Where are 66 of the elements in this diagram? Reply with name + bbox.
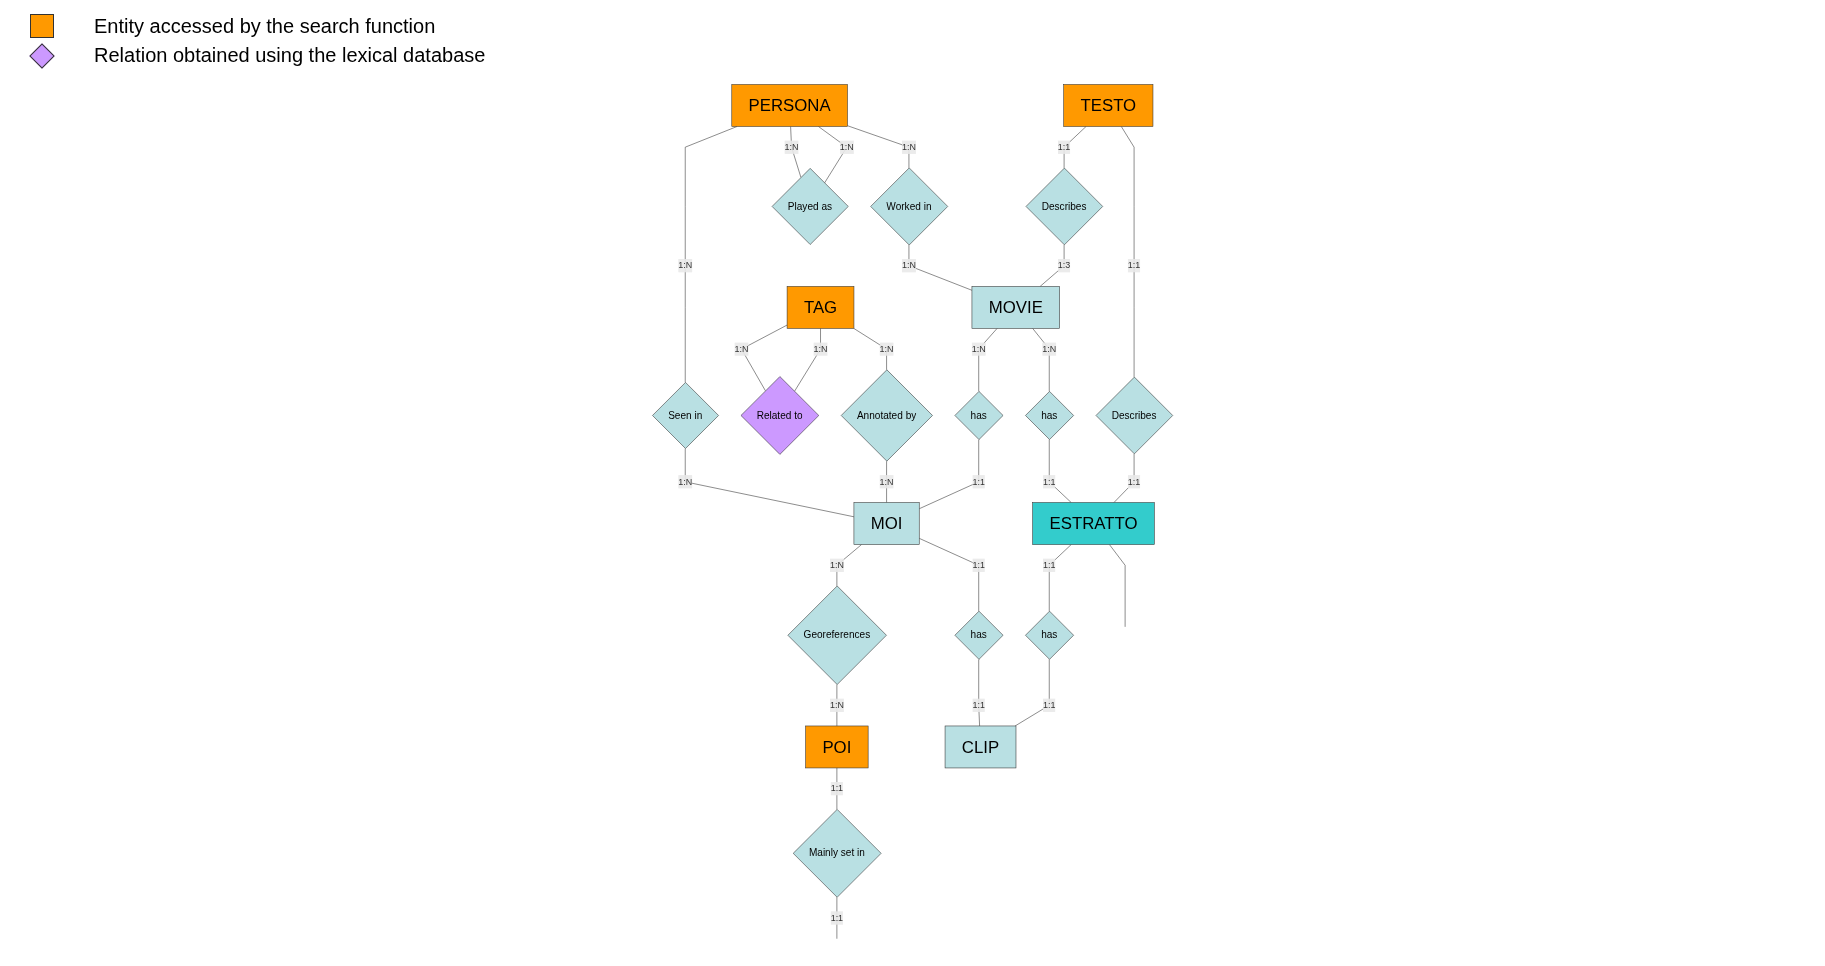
node-box: MOI bbox=[853, 502, 920, 545]
connector bbox=[1032, 328, 1050, 392]
node-diamond: Worked in bbox=[870, 167, 948, 246]
edge-label: 1:N bbox=[784, 142, 799, 152]
node-diamond: Mainly set in bbox=[792, 809, 882, 898]
edge-label: 1:1 bbox=[972, 700, 985, 710]
legend-text: Entity accessed by the search function bbox=[94, 14, 436, 38]
node-diamond: has bbox=[1025, 610, 1074, 660]
edge-label: 1:1 bbox=[1042, 560, 1056, 570]
connector bbox=[886, 460, 887, 503]
edge-label: 1:1 bbox=[830, 912, 843, 923]
node-diamond: has bbox=[1025, 391, 1074, 440]
edge-label: 1:N bbox=[1042, 344, 1057, 354]
node-diamond: Describes bbox=[1095, 376, 1173, 455]
edge-label: 1:N bbox=[839, 142, 854, 152]
node-box: MOVIE bbox=[971, 286, 1060, 329]
edge-label: 1:N bbox=[829, 700, 844, 710]
edge-label: 1:N bbox=[971, 344, 986, 354]
connector bbox=[847, 125, 910, 169]
connector bbox=[684, 448, 855, 518]
edge-label: 1:1 bbox=[972, 560, 985, 570]
edge-label: 1:N bbox=[678, 260, 693, 271]
node-diamond: has bbox=[954, 610, 1004, 660]
edge-label: 1:N bbox=[813, 344, 828, 354]
edge-label: 1:1 bbox=[1042, 700, 1056, 710]
edge-label: 1:N bbox=[734, 344, 749, 354]
connector bbox=[790, 126, 802, 178]
node-diamond: Describes bbox=[1025, 167, 1103, 246]
edge-label: 1:N bbox=[901, 260, 916, 271]
node-diamond: Georeferences bbox=[787, 585, 887, 685]
connector bbox=[1120, 126, 1135, 378]
node-diamond: Related to bbox=[740, 376, 819, 455]
connector bbox=[1109, 544, 1126, 628]
edge-label: 1:3 bbox=[1057, 260, 1071, 271]
node-box: ESTRATTO bbox=[1032, 502, 1155, 545]
edge-label: 1:1 bbox=[1127, 260, 1141, 271]
node-diamond: Seen in bbox=[652, 382, 719, 449]
node-box: POI bbox=[805, 725, 869, 769]
connector bbox=[978, 659, 980, 727]
connector bbox=[853, 328, 887, 371]
edge-label: 1:N bbox=[879, 344, 894, 354]
legend-text: Relation obtained using the lexical database bbox=[94, 44, 486, 67]
node-box: CLIP bbox=[944, 725, 1017, 769]
edge-label: 1:N bbox=[678, 476, 693, 487]
edge-label: 1:1 bbox=[830, 783, 843, 794]
connector bbox=[1113, 453, 1135, 503]
edge-label: 1:N bbox=[879, 476, 894, 487]
node-box: PERSONA bbox=[731, 84, 848, 127]
connector bbox=[1048, 439, 1072, 503]
node-diamond: has bbox=[954, 391, 1004, 440]
edge-label: 1:N bbox=[829, 560, 844, 570]
connector bbox=[1063, 126, 1087, 169]
connector bbox=[836, 544, 862, 587]
edge-label: 1:N bbox=[901, 142, 916, 152]
connector bbox=[794, 328, 821, 392]
edge-label: 1:1 bbox=[1127, 476, 1141, 487]
node-box: TAG bbox=[786, 286, 855, 329]
node-diamond: Annotated by bbox=[840, 369, 933, 462]
edge-label: 1:1 bbox=[972, 476, 985, 487]
connector bbox=[978, 328, 998, 392]
connector bbox=[1048, 544, 1072, 612]
node-box: TESTO bbox=[1063, 84, 1154, 127]
edge-label: 1:1 bbox=[1057, 142, 1071, 152]
connector bbox=[1039, 244, 1065, 287]
node-diamond: Played as bbox=[771, 168, 849, 245]
edge-label: 1:1 bbox=[1042, 476, 1056, 487]
